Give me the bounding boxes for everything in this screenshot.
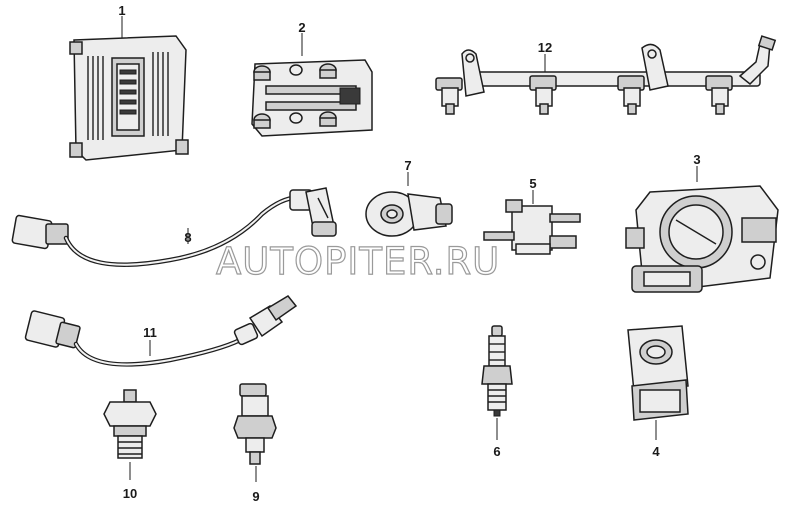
part-6-spark-plug[interactable] — [481, 325, 513, 440]
part-7-knock-sensor[interactable] — [365, 172, 453, 237]
part-11-oxygen-sensor[interactable] — [24, 295, 298, 367]
part-12-fuel-rail[interactable] — [435, 35, 777, 115]
label-11: 11 — [143, 325, 157, 340]
label-8: 8 — [184, 230, 191, 245]
part-8-position-sensor[interactable] — [11, 187, 337, 267]
part-9-temperature-sensor[interactable] — [233, 383, 277, 482]
watermark: AUTOPITER.RU — [216, 240, 500, 283]
label-9: 9 — [252, 489, 259, 504]
label-6: 6 — [493, 444, 500, 459]
part-labels: 1 2 12 7 5 3 8 11 10 9 6 4 — [118, 3, 700, 504]
label-2: 2 — [298, 20, 305, 35]
part-4-map-sensor[interactable] — [627, 325, 689, 440]
part-2-ignition-coil[interactable] — [251, 33, 373, 137]
part-10-oil-pressure-sensor[interactable] — [103, 389, 157, 480]
label-5: 5 — [529, 176, 536, 191]
label-3: 3 — [693, 152, 700, 167]
label-10: 10 — [123, 486, 137, 501]
label-7: 7 — [404, 158, 411, 173]
label-4: 4 — [652, 444, 660, 459]
label-1: 1 — [118, 3, 125, 18]
part-3-throttle-body[interactable] — [625, 166, 779, 293]
part-5-solenoid-valve[interactable] — [483, 190, 581, 255]
label-12: 12 — [538, 40, 552, 55]
part-1-ecu[interactable] — [69, 16, 189, 161]
